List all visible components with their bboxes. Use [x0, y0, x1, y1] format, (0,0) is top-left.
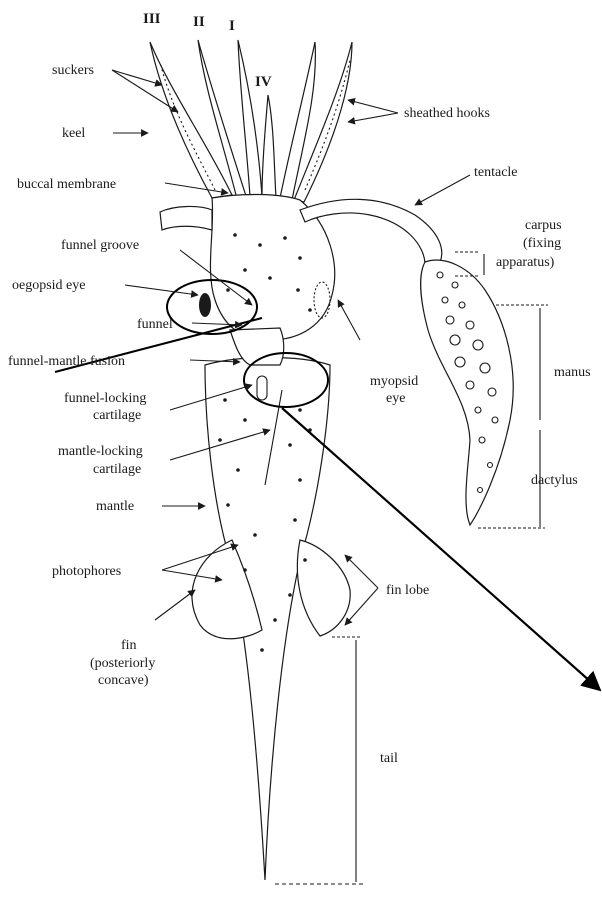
- tentacle-base-left: [160, 206, 212, 230]
- label-tail: tail: [380, 751, 398, 766]
- fin-right: [297, 540, 350, 636]
- label-funnel-groove: funnel groove: [61, 238, 139, 253]
- label-buccal-membrane: buccal membrane: [17, 177, 116, 192]
- tentacle-club: [300, 199, 513, 525]
- label-fin-2: (posteriorly: [90, 656, 155, 671]
- label-myopsid-1: myopsid: [370, 374, 418, 389]
- arm-numeral-ii: II: [193, 14, 205, 30]
- label-manus: manus: [554, 365, 591, 380]
- label-carpus-1: carpus: [525, 218, 562, 233]
- label-fin-lobe: fin lobe: [386, 583, 429, 598]
- label-myopsid-2: eye: [386, 391, 405, 406]
- label-fin-3: concave): [98, 673, 149, 688]
- arms: [150, 40, 352, 340]
- label-tentacle: tentacle: [474, 165, 518, 180]
- label-mantle-locking-2: cartilage: [93, 462, 141, 477]
- label-mantle-locking-1: mantle-locking: [58, 444, 143, 459]
- label-funnel-locking-2: cartilage: [93, 408, 141, 423]
- label-dactylus: dactylus: [531, 473, 578, 488]
- label-photophores: photophores: [52, 564, 121, 579]
- arm-numeral-iv: IV: [255, 74, 272, 90]
- arm-i: [238, 40, 262, 196]
- label-oegopsid-eye: oegopsid eye: [12, 278, 85, 293]
- label-carpus-3: apparatus): [496, 255, 555, 270]
- mantle-body: [192, 328, 350, 880]
- club: [421, 260, 513, 525]
- label-mantle: mantle: [96, 499, 134, 514]
- oegopsid-eye-shape: [199, 293, 211, 317]
- right-pointer-arrow: [282, 408, 600, 690]
- label-suckers: suckers: [52, 63, 94, 78]
- label-funnel: funnel: [137, 317, 173, 332]
- label-sheathed-hooks: sheathed hooks: [404, 106, 490, 121]
- label-fin-1: fin: [121, 638, 137, 653]
- label-funnel-locking-1: funnel-locking: [64, 391, 146, 406]
- label-funnel-mantle-fusion: funnel-mantle fusion: [8, 354, 125, 369]
- arm-iv: [262, 95, 276, 198]
- arm-numeral-i: I: [229, 18, 235, 34]
- label-keel: keel: [62, 126, 85, 141]
- label-carpus-2: (fixing: [523, 236, 561, 251]
- arm-numeral-iii: III: [143, 11, 161, 27]
